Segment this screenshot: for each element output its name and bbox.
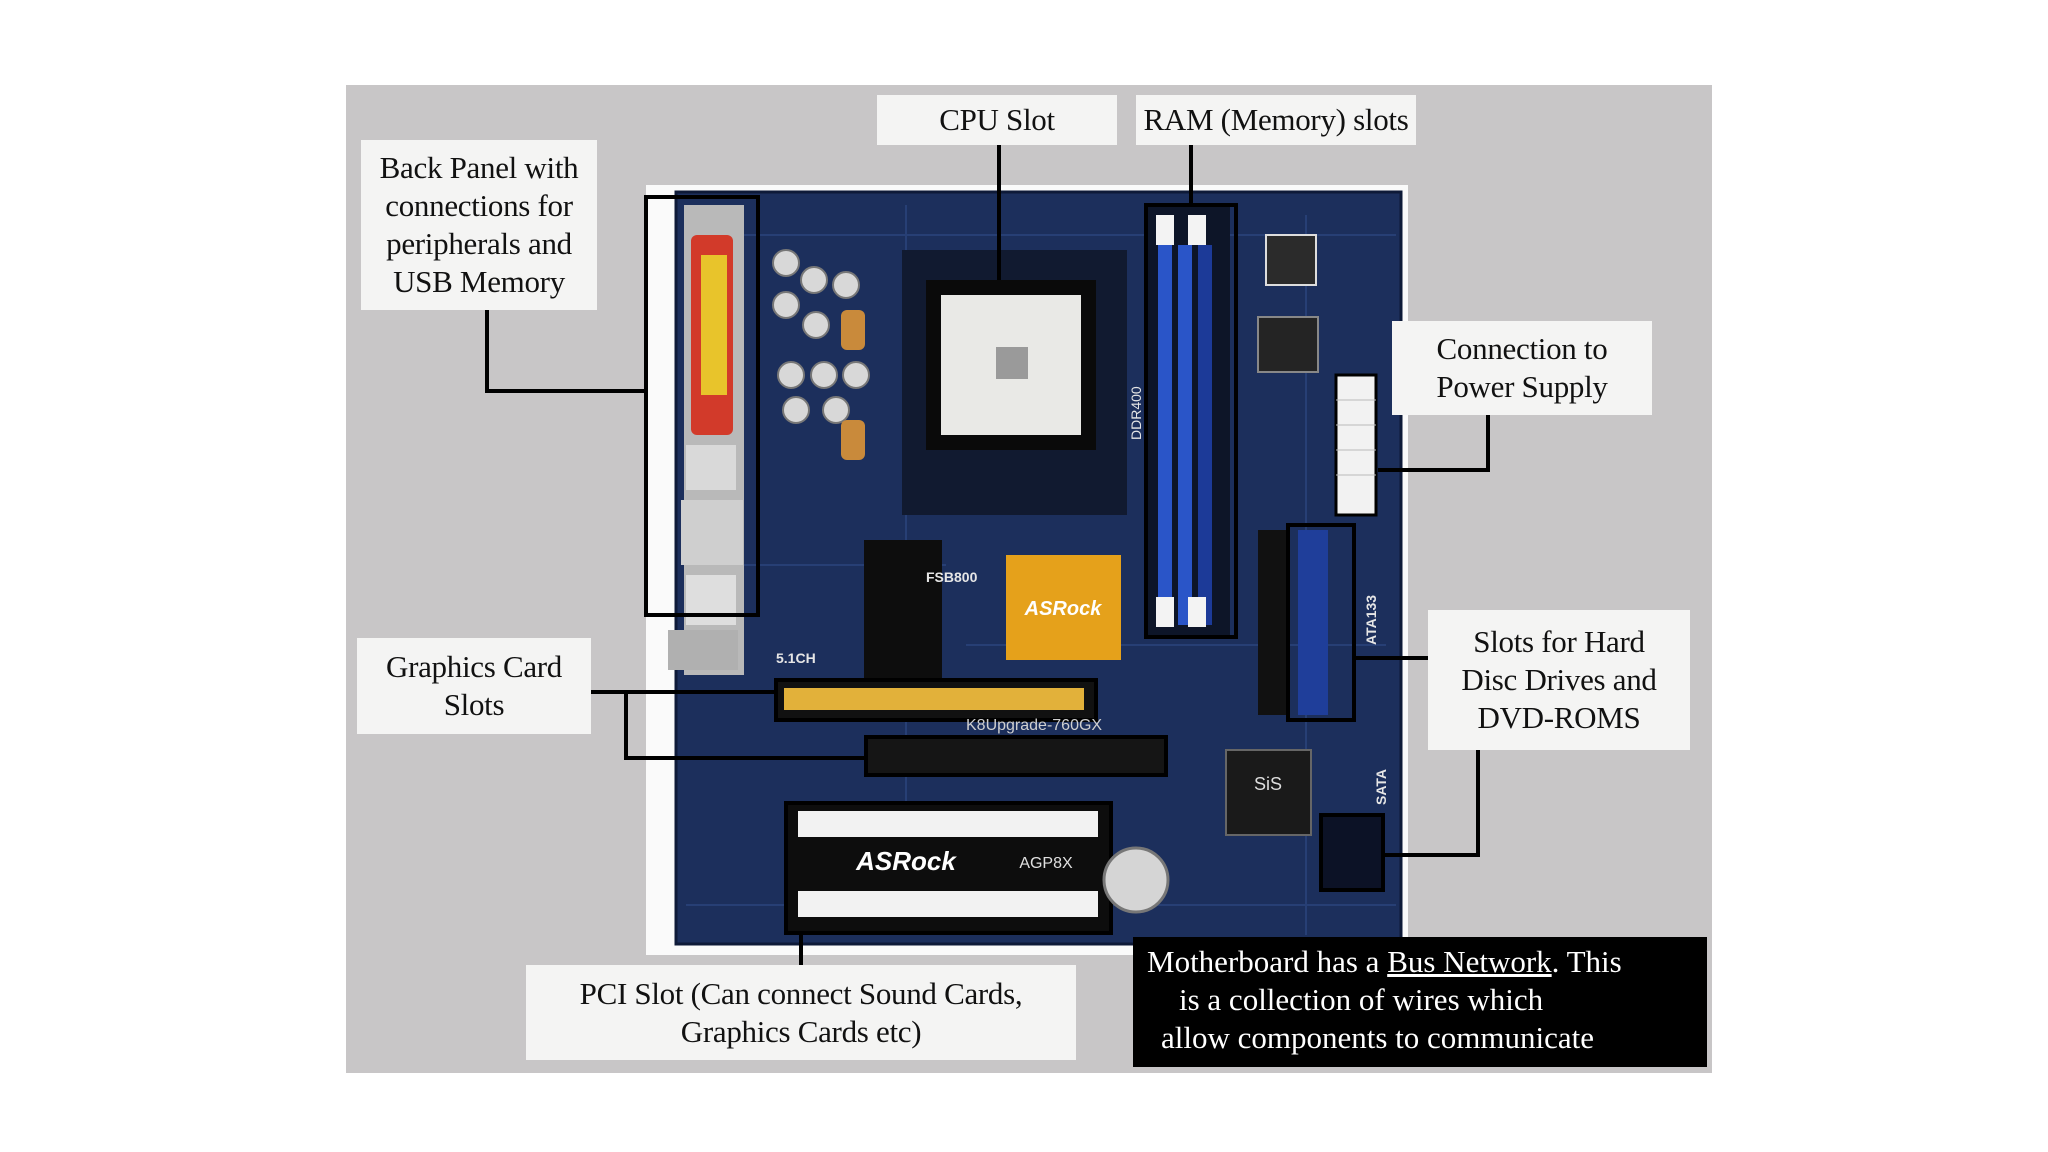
usb-port bbox=[686, 445, 736, 490]
bus-note-prefix: Motherboard has a bbox=[1147, 944, 1387, 979]
power-supply-line-1: Connection to bbox=[1436, 330, 1607, 368]
pci-slot-line-1: PCI Slot (Can connect Sound Cards, bbox=[580, 975, 1023, 1013]
agp-slot bbox=[784, 688, 1084, 710]
graphics-card-label: Graphics Card Slots bbox=[357, 638, 591, 734]
hard-disc-line-1: Slots for Hard bbox=[1461, 623, 1656, 661]
ram-slots-label: RAM (Memory) slots bbox=[1136, 95, 1416, 145]
pci-slot-label: PCI Slot (Can connect Sound Cards, Graph… bbox=[526, 965, 1076, 1060]
model-print: K8Upgrade-760GX bbox=[966, 717, 1102, 734]
graphics-card-line-1: Graphics Card bbox=[386, 648, 562, 686]
bus-note-line-3: allow components to communicate bbox=[1147, 1019, 1693, 1057]
hard-disc-line-3: DVD-ROMS bbox=[1461, 699, 1656, 737]
hard-disc-label: Slots for Hard Disc Drives and DVD-ROMS bbox=[1428, 610, 1690, 750]
bus-network-note: Motherboard has a Bus Network. This is a… bbox=[1133, 937, 1707, 1067]
sata-connectors bbox=[1321, 815, 1383, 890]
power-supply-line-2: Power Supply bbox=[1436, 368, 1607, 406]
power-supply-label: Connection to Power Supply bbox=[1392, 321, 1652, 415]
cmos-battery bbox=[1104, 848, 1168, 912]
back-panel-line-4: USB Memory bbox=[380, 263, 579, 301]
pci-slot-1 bbox=[798, 811, 1098, 837]
back-panel-line-2: connections for bbox=[380, 187, 579, 225]
audio-print: 5.1CH bbox=[776, 650, 816, 666]
bus-note-suffix: . This bbox=[1552, 944, 1622, 979]
ata-print: ATA133 bbox=[1363, 595, 1379, 645]
diagram-stage: ASRock SiS ASRock AGP8X DDR400 FSB800 AT… bbox=[346, 85, 1712, 1073]
power-connector bbox=[1336, 375, 1376, 515]
ram-slots-text: RAM (Memory) slots bbox=[1144, 101, 1409, 139]
cpu-slot-label: CPU Slot bbox=[877, 95, 1117, 145]
bus-note-line-1: Motherboard has a Bus Network. This bbox=[1147, 943, 1693, 981]
cpu-slot-text: CPU Slot bbox=[939, 101, 1055, 139]
sata-print: SATA bbox=[1373, 769, 1389, 805]
board-brand-print: ASRock bbox=[855, 846, 957, 876]
expansion-slot bbox=[866, 737, 1166, 775]
back-panel-leader bbox=[487, 310, 646, 391]
bios-chip bbox=[1266, 235, 1316, 285]
pci-slot-2 bbox=[798, 891, 1098, 917]
graphics-card-line-2: Slots bbox=[386, 686, 562, 724]
heatsink-brand: ASRock bbox=[1024, 598, 1103, 620]
pci-slot-line-2: Graphics Cards etc) bbox=[580, 1013, 1023, 1051]
agp-print: AGP8X bbox=[1019, 855, 1073, 872]
sis-chip-label: SiS bbox=[1254, 774, 1282, 794]
pin-headers bbox=[864, 540, 942, 680]
back-panel-line-3: peripherals and bbox=[380, 225, 579, 263]
lan-port bbox=[681, 500, 743, 565]
ddr-print: DDR400 bbox=[1128, 386, 1144, 440]
back-panel-label: Back Panel with connections for peripher… bbox=[361, 140, 597, 310]
fsb-print: FSB800 bbox=[926, 569, 978, 585]
bus-note-line-2: is a collection of wires which bbox=[1147, 981, 1693, 1019]
hard-disc-line-2: Disc Drives and bbox=[1461, 661, 1656, 699]
ram-slots bbox=[1148, 205, 1230, 635]
bus-network-term: Bus Network bbox=[1387, 944, 1551, 979]
back-panel-line-1: Back Panel with bbox=[380, 149, 579, 187]
